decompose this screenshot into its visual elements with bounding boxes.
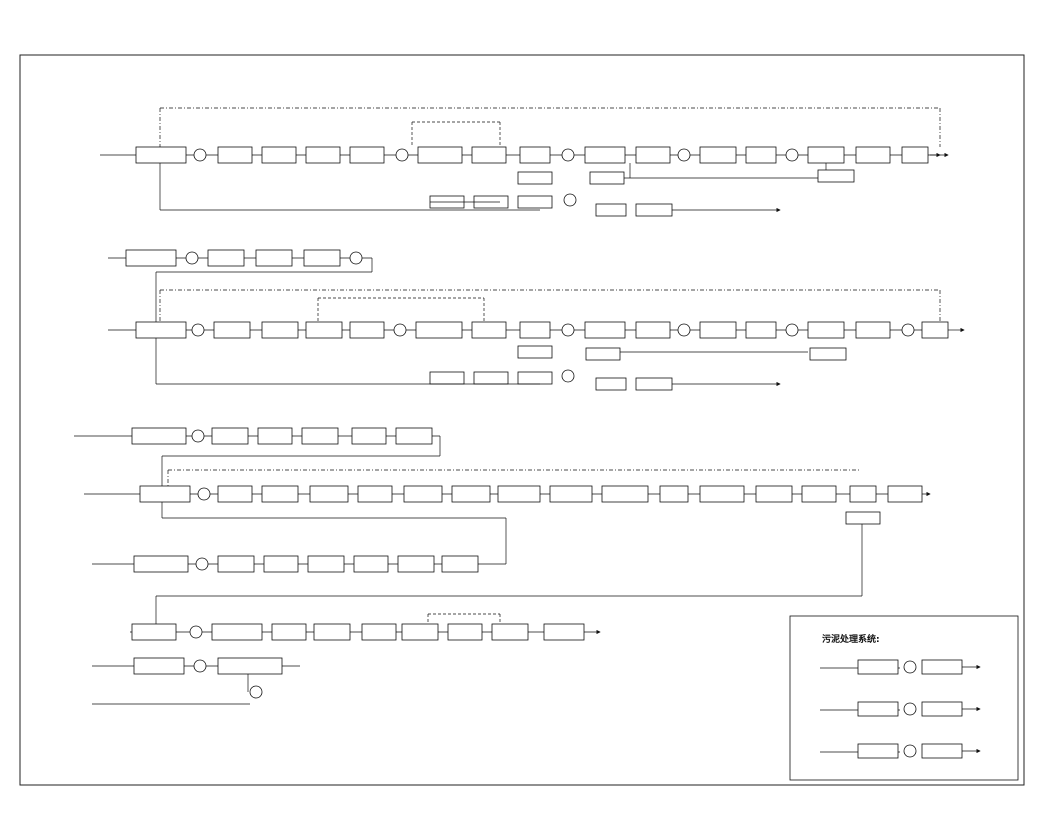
process-line-1 — [100, 107, 949, 217]
process-line-4 — [92, 595, 862, 705]
legend-title: 污泥处理系统: — [822, 633, 880, 645]
process-line-3 — [74, 427, 931, 596]
drawing-frame — [19, 54, 1025, 786]
legend-panel — [789, 615, 1019, 781]
process-line-2 — [108, 249, 965, 391]
